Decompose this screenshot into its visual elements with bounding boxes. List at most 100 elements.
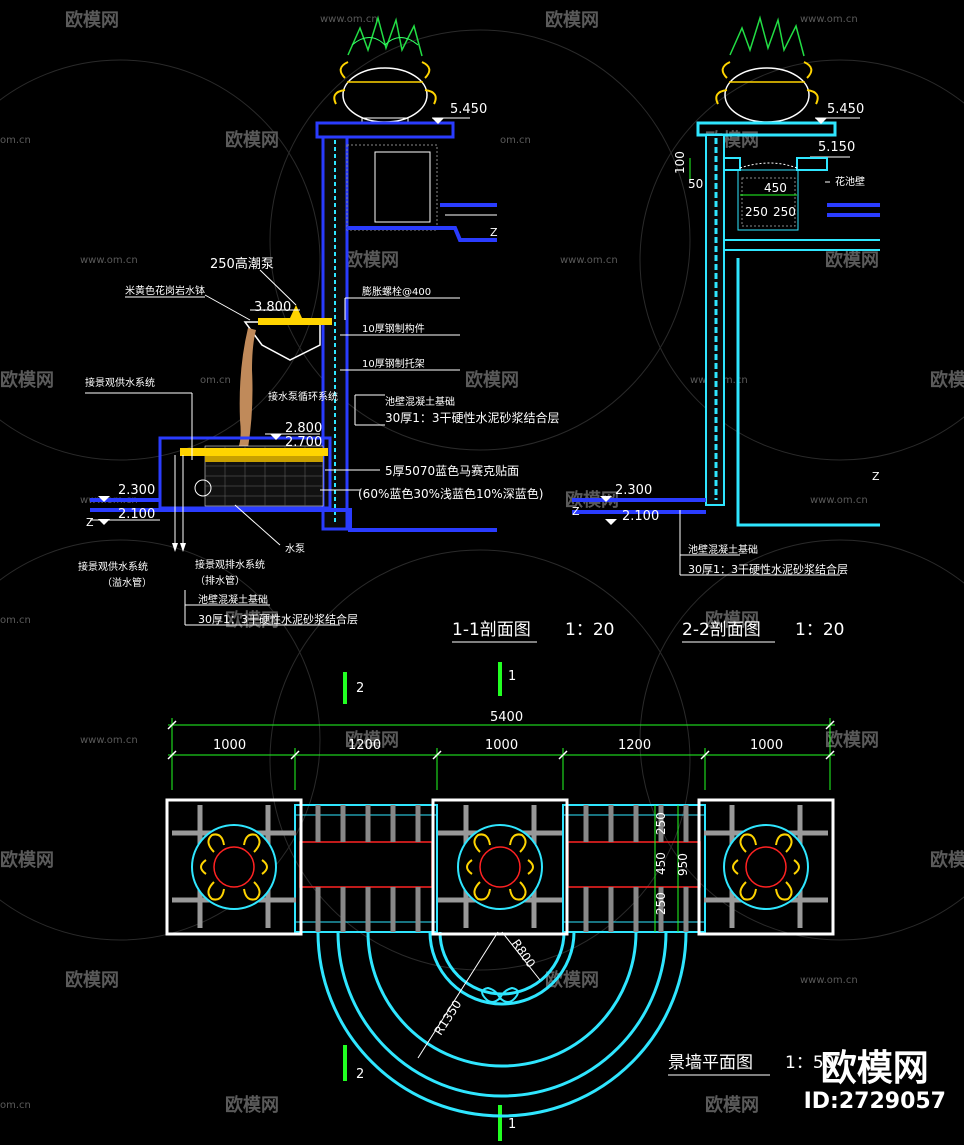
section1-scale: 1：20 [565, 620, 614, 640]
watermark-brand: 欧模网 [0, 849, 54, 871]
watermark-brand: 欧模网 [225, 129, 279, 151]
vdim-mid: 450 [654, 852, 668, 875]
label-drain-pipe: （排水管） [195, 574, 245, 587]
label-overflow: （溢水管） [102, 576, 152, 589]
label-stone-spout: 米黄色花岗岩水钵 [125, 284, 205, 297]
label-supply: 接景观供水系统 [85, 376, 155, 389]
elev-base: 2.100 [118, 507, 155, 522]
badge-brand: 欧模网 [820, 1048, 929, 1089]
watermark-url: om.cn [0, 135, 31, 146]
dim-total: 5400 [490, 710, 523, 725]
svg-text:Z: Z [872, 470, 880, 483]
watermark-url: www.om.cn [560, 255, 618, 266]
label-steel2: 10厚钢制托架 [362, 357, 425, 370]
cut-mark-2-top: 2 [356, 681, 364, 696]
pillar-right [697, 798, 835, 936]
elev2-top: 5.450 [827, 102, 864, 117]
watermark-brand: 欧模网 [345, 249, 399, 271]
label-supply-2: 接景观供水系统 [78, 560, 148, 573]
watermark-url: om.cn [200, 375, 231, 386]
watermark-brand: 欧模网 [930, 849, 964, 871]
dim2-50: 50 [688, 177, 703, 191]
cut-mark-1-top: 1 [508, 669, 516, 684]
dim2-100: 100 [673, 151, 687, 174]
cut-mark-1-bottom: 1 [508, 1117, 516, 1132]
label-drain: 接景观排水系统 [195, 558, 265, 571]
section-2-2: 5.450 5.150 Z 100 50 450 250 250 花池壁 2.3… [572, 15, 880, 643]
dim-seg-5: 1000 [750, 738, 783, 753]
label-bolt: 膨胀螺栓@400 [362, 285, 431, 298]
label-pump: 250高潮泵 [210, 256, 274, 272]
watermark-brand: 欧模网 [825, 249, 879, 271]
badge-id: ID:2729057 [803, 1089, 946, 1114]
plan-view: 2 1 2 1 5400 1000 1200 1000 1200 1000 [165, 662, 835, 1141]
watermark-url: om.cn [0, 1100, 31, 1111]
watermark-brand: 欧模网 [825, 729, 879, 751]
elev-spout: 3.800 [254, 300, 291, 315]
label2-mortar: 30厚1：3干硬性水泥砂浆结合层 [688, 562, 848, 576]
label-mortar: 30厚1：3干硬性水泥砂浆结合层 [385, 410, 560, 425]
watermark-brand: 欧模网 [705, 1094, 759, 1116]
watermark-brand: 欧模网 [930, 369, 964, 391]
label-concrete: 池壁混凝土基础 [385, 395, 455, 408]
vdim-bot: 250 [654, 892, 668, 915]
elev2-ground: 2.300 [615, 483, 652, 498]
section2-scale: 1：20 [795, 620, 844, 640]
label-mortar2: 30厚1：3干硬性水泥砂浆结合层 [198, 612, 358, 626]
section1-title: 1-1剖面图 [452, 620, 531, 640]
watermark-url: www.om.cn [80, 735, 138, 746]
watermark-url: www.om.cn [800, 975, 858, 986]
cut-mark-2-bottom: 2 [356, 1067, 364, 1082]
watermark-brand: 欧模网 [545, 9, 599, 31]
dim2-250a: 250 [745, 205, 768, 219]
watermark-url: om.cn [0, 615, 31, 626]
section-1-1: 5.450 Z 3.800 2.800 2 [78, 15, 614, 643]
vdim-total: 950 [676, 853, 690, 876]
watermark-url: www.om.cn [320, 14, 378, 25]
elev-pool-rim: 2.800 [285, 421, 322, 436]
dim-seg-4: 1200 [618, 738, 651, 753]
plan-scale: 1：50 [785, 1053, 834, 1073]
elev-water: 2.700 [285, 435, 322, 450]
elev-top: 5.450 [450, 102, 487, 117]
pillar-left [165, 798, 303, 936]
watermark-url: www.om.cn [80, 255, 138, 266]
svg-text:Z: Z [86, 516, 94, 529]
watermark-url: www.om.cn [810, 495, 868, 506]
elev2-base: 2.100 [622, 509, 659, 524]
label2-concrete: 池壁混凝土基础 [688, 543, 758, 556]
watermark-brand: 欧模网 [0, 369, 54, 391]
section2-title: 2-2剖面图 [682, 620, 761, 640]
elev-ground: 2.300 [118, 483, 155, 498]
urn-icon [333, 15, 437, 125]
watermark-brand: 欧模网 [65, 9, 119, 31]
pillar-middle [431, 798, 569, 936]
watermark-circles [0, 29, 964, 971]
watermark-brand: 欧模网 [465, 369, 519, 391]
urn-icon [715, 15, 819, 123]
label-mosaic-mix: (60%蓝色30%浅蓝色10%深蓝色) [358, 487, 543, 501]
dim-seg-3: 1000 [485, 738, 518, 753]
dim-seg-2: 1200 [348, 738, 381, 753]
vdim-top: 250 [654, 812, 668, 835]
dim2-250b: 250 [773, 205, 796, 219]
watermark-brand: 欧模网 [65, 969, 119, 991]
label-pump-box: 水泵 [285, 543, 305, 555]
watermark-brand: 欧模网 [545, 969, 599, 991]
watermark-brand: 欧模网 [345, 729, 399, 751]
id-badge: 欧模网 ID:2729057 [804, 1049, 946, 1115]
elev2-planter: 5.150 [818, 140, 855, 155]
svg-text:Z: Z [490, 226, 498, 239]
label-concrete2: 池壁混凝土基础 [198, 593, 268, 606]
dim2-450: 450 [764, 181, 787, 195]
label-planter-wall: 花池壁 [835, 175, 865, 188]
dim-seg-1: 1000 [213, 738, 246, 753]
watermark-url: om.cn [500, 135, 531, 146]
plan-title: 景墙平面图 [668, 1053, 753, 1073]
watermark-brand: 欧模网 [705, 609, 759, 631]
label-steel1: 10厚钢制构件 [362, 322, 425, 335]
watermark-brand: 欧模网 [225, 1094, 279, 1116]
radius-outer: R1350 [432, 998, 465, 1038]
label-circ: 接水泵循环系统 [268, 390, 338, 403]
